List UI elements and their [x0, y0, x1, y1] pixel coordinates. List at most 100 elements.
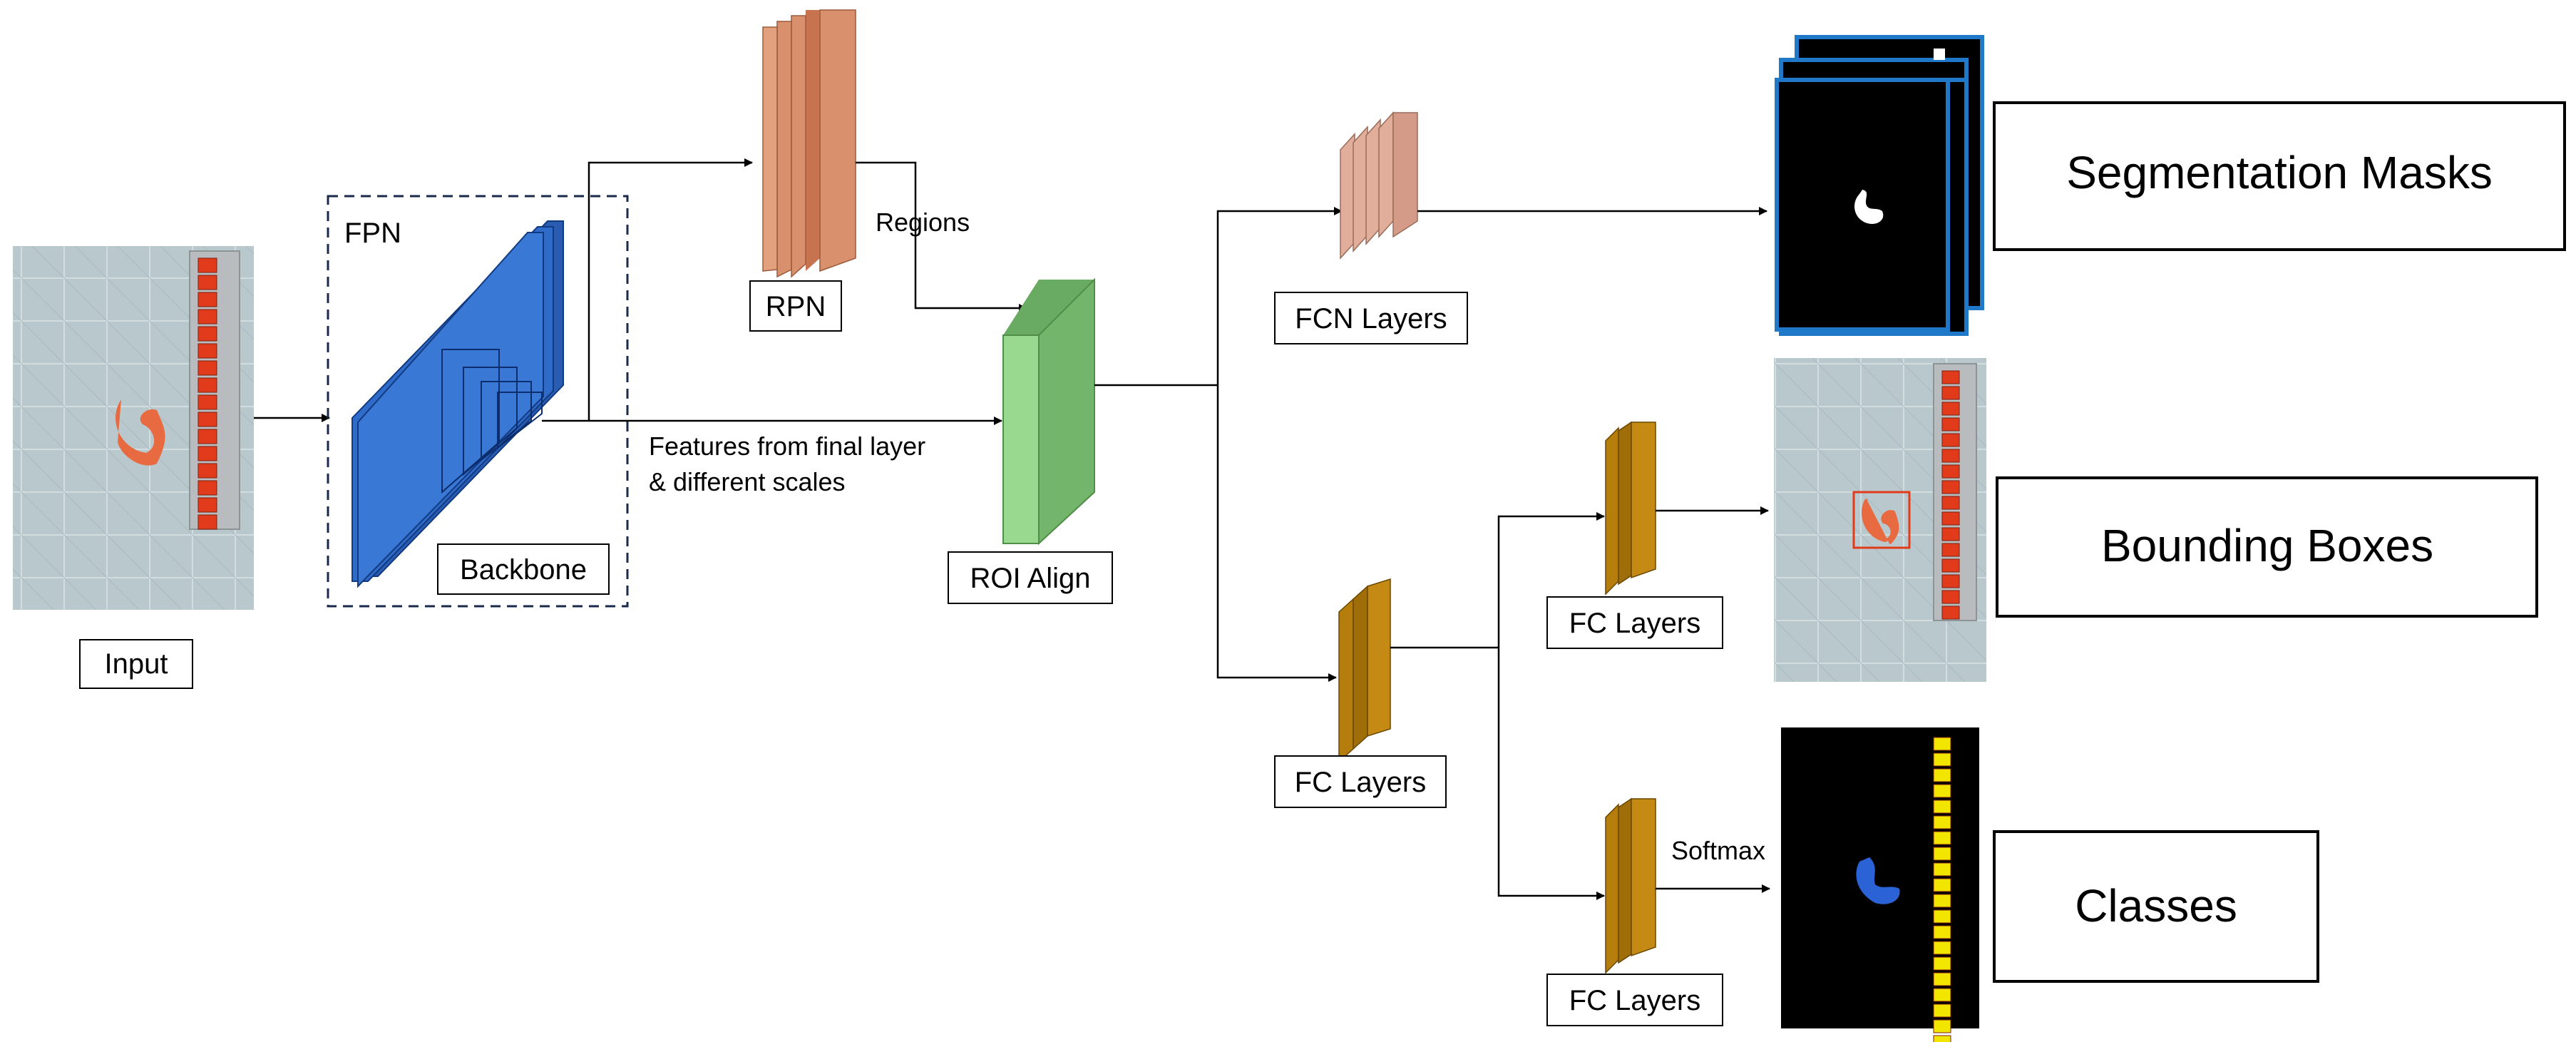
ruler-segment: [1933, 784, 1951, 798]
ruler-segment: [1941, 449, 1960, 463]
ruler-segment: [1933, 862, 1951, 877]
ruler-segment: [197, 480, 217, 496]
ruler-segment: [1933, 831, 1951, 845]
ruler-segment: [197, 463, 217, 479]
ruler-segment: [1933, 988, 1951, 1002]
arrow-to-fc-class: [1497, 648, 1605, 900]
fcn-layers-label: FCN Layers: [1295, 303, 1447, 334]
ruler-segment: [197, 446, 217, 461]
fc-layers-bbox-block: [1605, 421, 1656, 596]
fcn-label-box: [1274, 292, 1468, 344]
fpn-dashed-box: [327, 195, 629, 608]
arrow-rpn-to-roi: [856, 161, 1027, 312]
ruler-segment: [1933, 941, 1951, 955]
ruler-segment: [1941, 511, 1960, 526]
regions-label: Regions: [876, 208, 970, 237]
rpn-label-box: [749, 280, 842, 332]
ruler-scale: [1941, 370, 1960, 620]
arrow-to-fc-bbox: [1497, 512, 1605, 648]
ruler-segment: [1941, 464, 1960, 479]
input-label: Input: [105, 648, 168, 680]
ruler-segment: [1941, 574, 1960, 588]
features-label-line1: Features from final layer: [649, 431, 925, 461]
ruler-segment: [1933, 1019, 1951, 1033]
ruler-scale: [197, 257, 217, 530]
ruler-segment: [1933, 972, 1951, 986]
input-image: [13, 246, 254, 610]
roi-align-block: [1002, 277, 1095, 546]
output-segmentation-box: [1993, 101, 2566, 251]
backbone-block: [351, 220, 564, 588]
ruler-segment: [1941, 543, 1960, 557]
ruler-segment: [1941, 527, 1960, 541]
fc-layers-class-block: [1605, 797, 1656, 974]
ruler-segment: [1941, 402, 1960, 416]
fc-layers-class-label: FC Layers: [1569, 985, 1701, 1016]
softmax-label: Softmax: [1671, 836, 1765, 865]
ruler-segment: [197, 377, 217, 393]
ruler-segment: [1933, 737, 1951, 751]
ruler-segment: [1941, 480, 1960, 494]
roi-align-label: ROI Align: [970, 563, 1091, 594]
ruler-segment: [1941, 590, 1960, 604]
fc-class-label-box: [1546, 974, 1723, 1026]
fc-layers-bbox-label: FC Layers: [1569, 608, 1701, 639]
ruler-segment: [1933, 878, 1951, 892]
ruler-segment: [1933, 894, 1951, 908]
ruler-segment: [1941, 496, 1960, 510]
classes-output-image: [1781, 727, 1979, 1042]
ruler-segment: [197, 394, 217, 410]
backbone-label-box: [437, 543, 610, 595]
ruler-segment: [197, 292, 217, 307]
ruler-segment: [1941, 433, 1960, 447]
ruler-segment: [197, 497, 217, 513]
ruler-segment: [1941, 370, 1960, 384]
arrow-to-fc: [1216, 385, 1337, 682]
ruler-segment: [197, 412, 217, 427]
bbox-output-image: [1774, 358, 1986, 682]
ruler-segment: [1941, 386, 1960, 400]
ruler-segment: [197, 429, 217, 444]
input-label-box: [79, 639, 193, 689]
ruler-segment: [197, 360, 217, 376]
arrow-backbone-to-rpn: [587, 158, 753, 421]
output-bbox-label: Bounding Boxes: [2101, 520, 2433, 571]
ruler-segment: [1941, 417, 1960, 431]
output-classes-label: Classes: [2075, 880, 2237, 931]
ruler-segment: [197, 343, 217, 359]
features-label-line2: & different scales: [649, 467, 845, 496]
ruler-segment: [1941, 558, 1960, 573]
fcn-layers-block: [1340, 111, 1418, 260]
ruler-segment: [197, 326, 217, 342]
mask-shape: [1854, 190, 1884, 225]
ruler-segment: [197, 257, 217, 273]
ruler-segment: [1941, 606, 1960, 620]
ruler-segment: [1933, 956, 1951, 971]
fc-main-label-box: [1274, 755, 1447, 808]
ruler-segment: [1933, 768, 1951, 782]
output-segmentation-label: Segmentation Masks: [2066, 147, 2493, 198]
ruler-segment: [197, 275, 217, 290]
yellow-scale-ruler: [1933, 737, 1951, 1042]
ruler-segment: [197, 514, 217, 530]
fpn-label: FPN: [344, 218, 401, 249]
fc-layers-main-block: [1338, 578, 1391, 763]
ruler-segment: [1933, 752, 1951, 767]
ruler-segment: [197, 309, 217, 325]
ruler-segment: [1933, 815, 1951, 829]
fc-bbox-label-box: [1546, 596, 1723, 649]
ruler-segment: [1933, 1035, 1951, 1042]
ruler-segment: [1933, 909, 1951, 924]
class-prediction-shape: [1856, 857, 1900, 904]
output-classes-box: [1993, 830, 2319, 983]
arrow-to-fcn: [1216, 207, 1343, 385]
roi-align-label-box: [948, 551, 1113, 604]
shrimp-shape: [116, 399, 165, 466]
ruler-segment: [1933, 1003, 1951, 1018]
rpn-label: RPN: [766, 291, 826, 322]
backbone-label: Backbone: [460, 554, 587, 586]
ruler-segment: [1933, 925, 1951, 939]
fc-layers-main-label: FC Layers: [1295, 767, 1427, 798]
segmentation-mask-stack: [1775, 35, 1984, 336]
